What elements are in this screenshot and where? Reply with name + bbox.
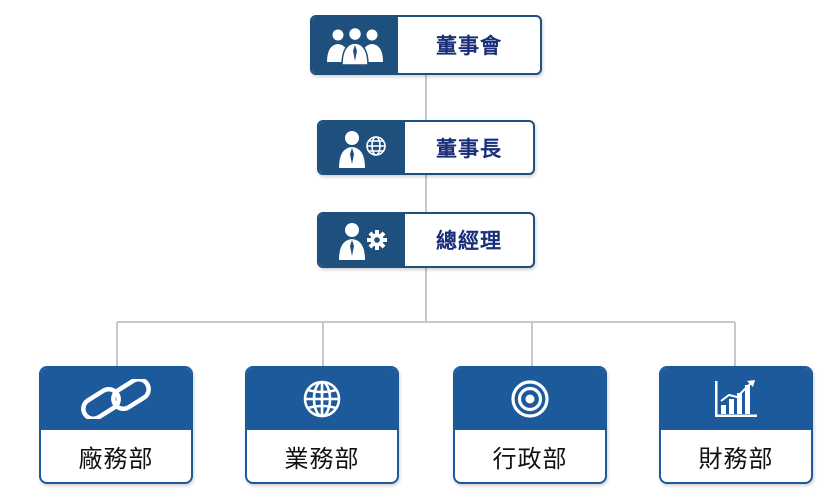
person-globe-icon (339, 130, 386, 168)
dept-card-4: 財務部 (659, 366, 813, 484)
node-gm-icon-box (319, 214, 405, 266)
dept-card-3-header (455, 368, 605, 430)
dept-card-1: 廠務部 (39, 366, 193, 484)
dept-card-4-label: 財務部 (698, 444, 774, 473)
group-icon (327, 26, 383, 65)
globe-icon (303, 380, 341, 418)
dept-card-1-header (41, 368, 191, 430)
person-gear-icon (339, 223, 387, 260)
chain-link-icon (81, 379, 151, 419)
node-gm-label: 總經理 (436, 229, 502, 253)
dept-card-3: 行政部 (453, 366, 607, 484)
node-chairman-icon-box (319, 122, 405, 173)
target-icon (511, 380, 549, 418)
bar-chart-icon (715, 380, 757, 417)
dept-card-4-header (661, 368, 811, 430)
dept-card-2: 業務部 (245, 366, 399, 484)
dept-card-1-label: 廠務部 (78, 444, 154, 473)
dept-card-2-label: 業務部 (284, 444, 360, 473)
node-board-icon-box (312, 17, 398, 73)
node-chairman: 董事長 (317, 120, 535, 175)
dept-card-3-label: 行政部 (492, 444, 568, 473)
node-board: 董事會 (310, 15, 542, 75)
node-board-label: 董事會 (436, 34, 502, 58)
dept-card-2-header (247, 368, 397, 430)
node-chairman-label: 董事長 (436, 136, 502, 161)
node-gm: 總經理 (317, 212, 535, 268)
